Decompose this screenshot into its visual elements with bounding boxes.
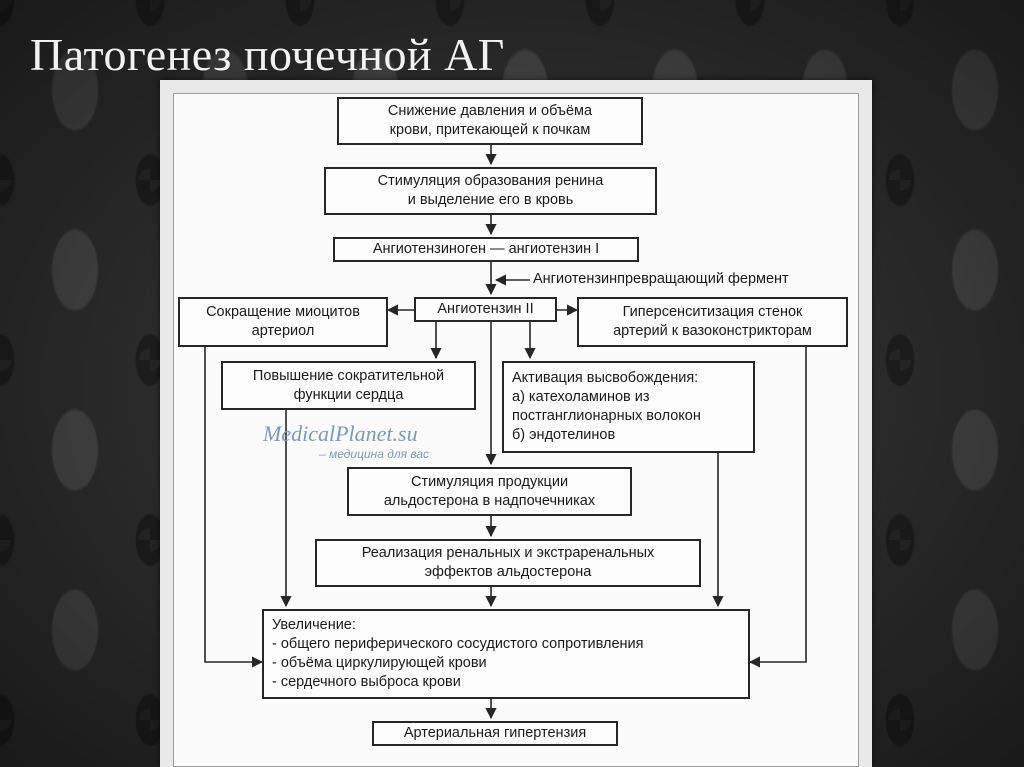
label-ace-enzyme: Ангиотензинпревращающий фермент bbox=[533, 271, 789, 287]
box-angiotensin-ii: Ангиотензин II bbox=[414, 297, 557, 322]
arrow-b6-b11 bbox=[748, 347, 807, 668]
box-hypersensitization: Гиперсенситизация стенок артерий к вазок… bbox=[577, 297, 848, 347]
box-cardiac-contractility: Повышение сократительной функции сердца bbox=[221, 361, 476, 410]
box-arterial-hypertension: Артериальная гипертензия bbox=[372, 721, 618, 746]
box-increase: Увеличение: - общего периферического сос… bbox=[262, 609, 750, 699]
box-release-activation: Активация высвобождения: а) катехоламино… bbox=[502, 361, 755, 453]
watermark-tagline: – медицина для вас bbox=[319, 447, 430, 461]
arrow-b5-b11 bbox=[204, 347, 264, 668]
box-aldosterone-effects: Реализация ренальных и экстраренальных э… bbox=[315, 539, 701, 587]
watermark-name: MedicalPlanet.su bbox=[263, 421, 418, 446]
box-angiotensinogen: Ангиотензиноген — ангиотензин I bbox=[333, 237, 639, 262]
slide-title: Патогенез почечной АГ bbox=[30, 29, 505, 80]
box-renin-stimulation: Стимуляция образования ренина и выделени… bbox=[324, 167, 657, 215]
box-aldosterone-stimulation: Стимуляция продукции альдостерона в надп… bbox=[347, 467, 632, 516]
box-pressure-decrease: Снижение давления и объёма крови, притек… bbox=[337, 97, 643, 145]
box-myocyte-contraction: Сокращение миоцитов артериол bbox=[178, 297, 388, 347]
